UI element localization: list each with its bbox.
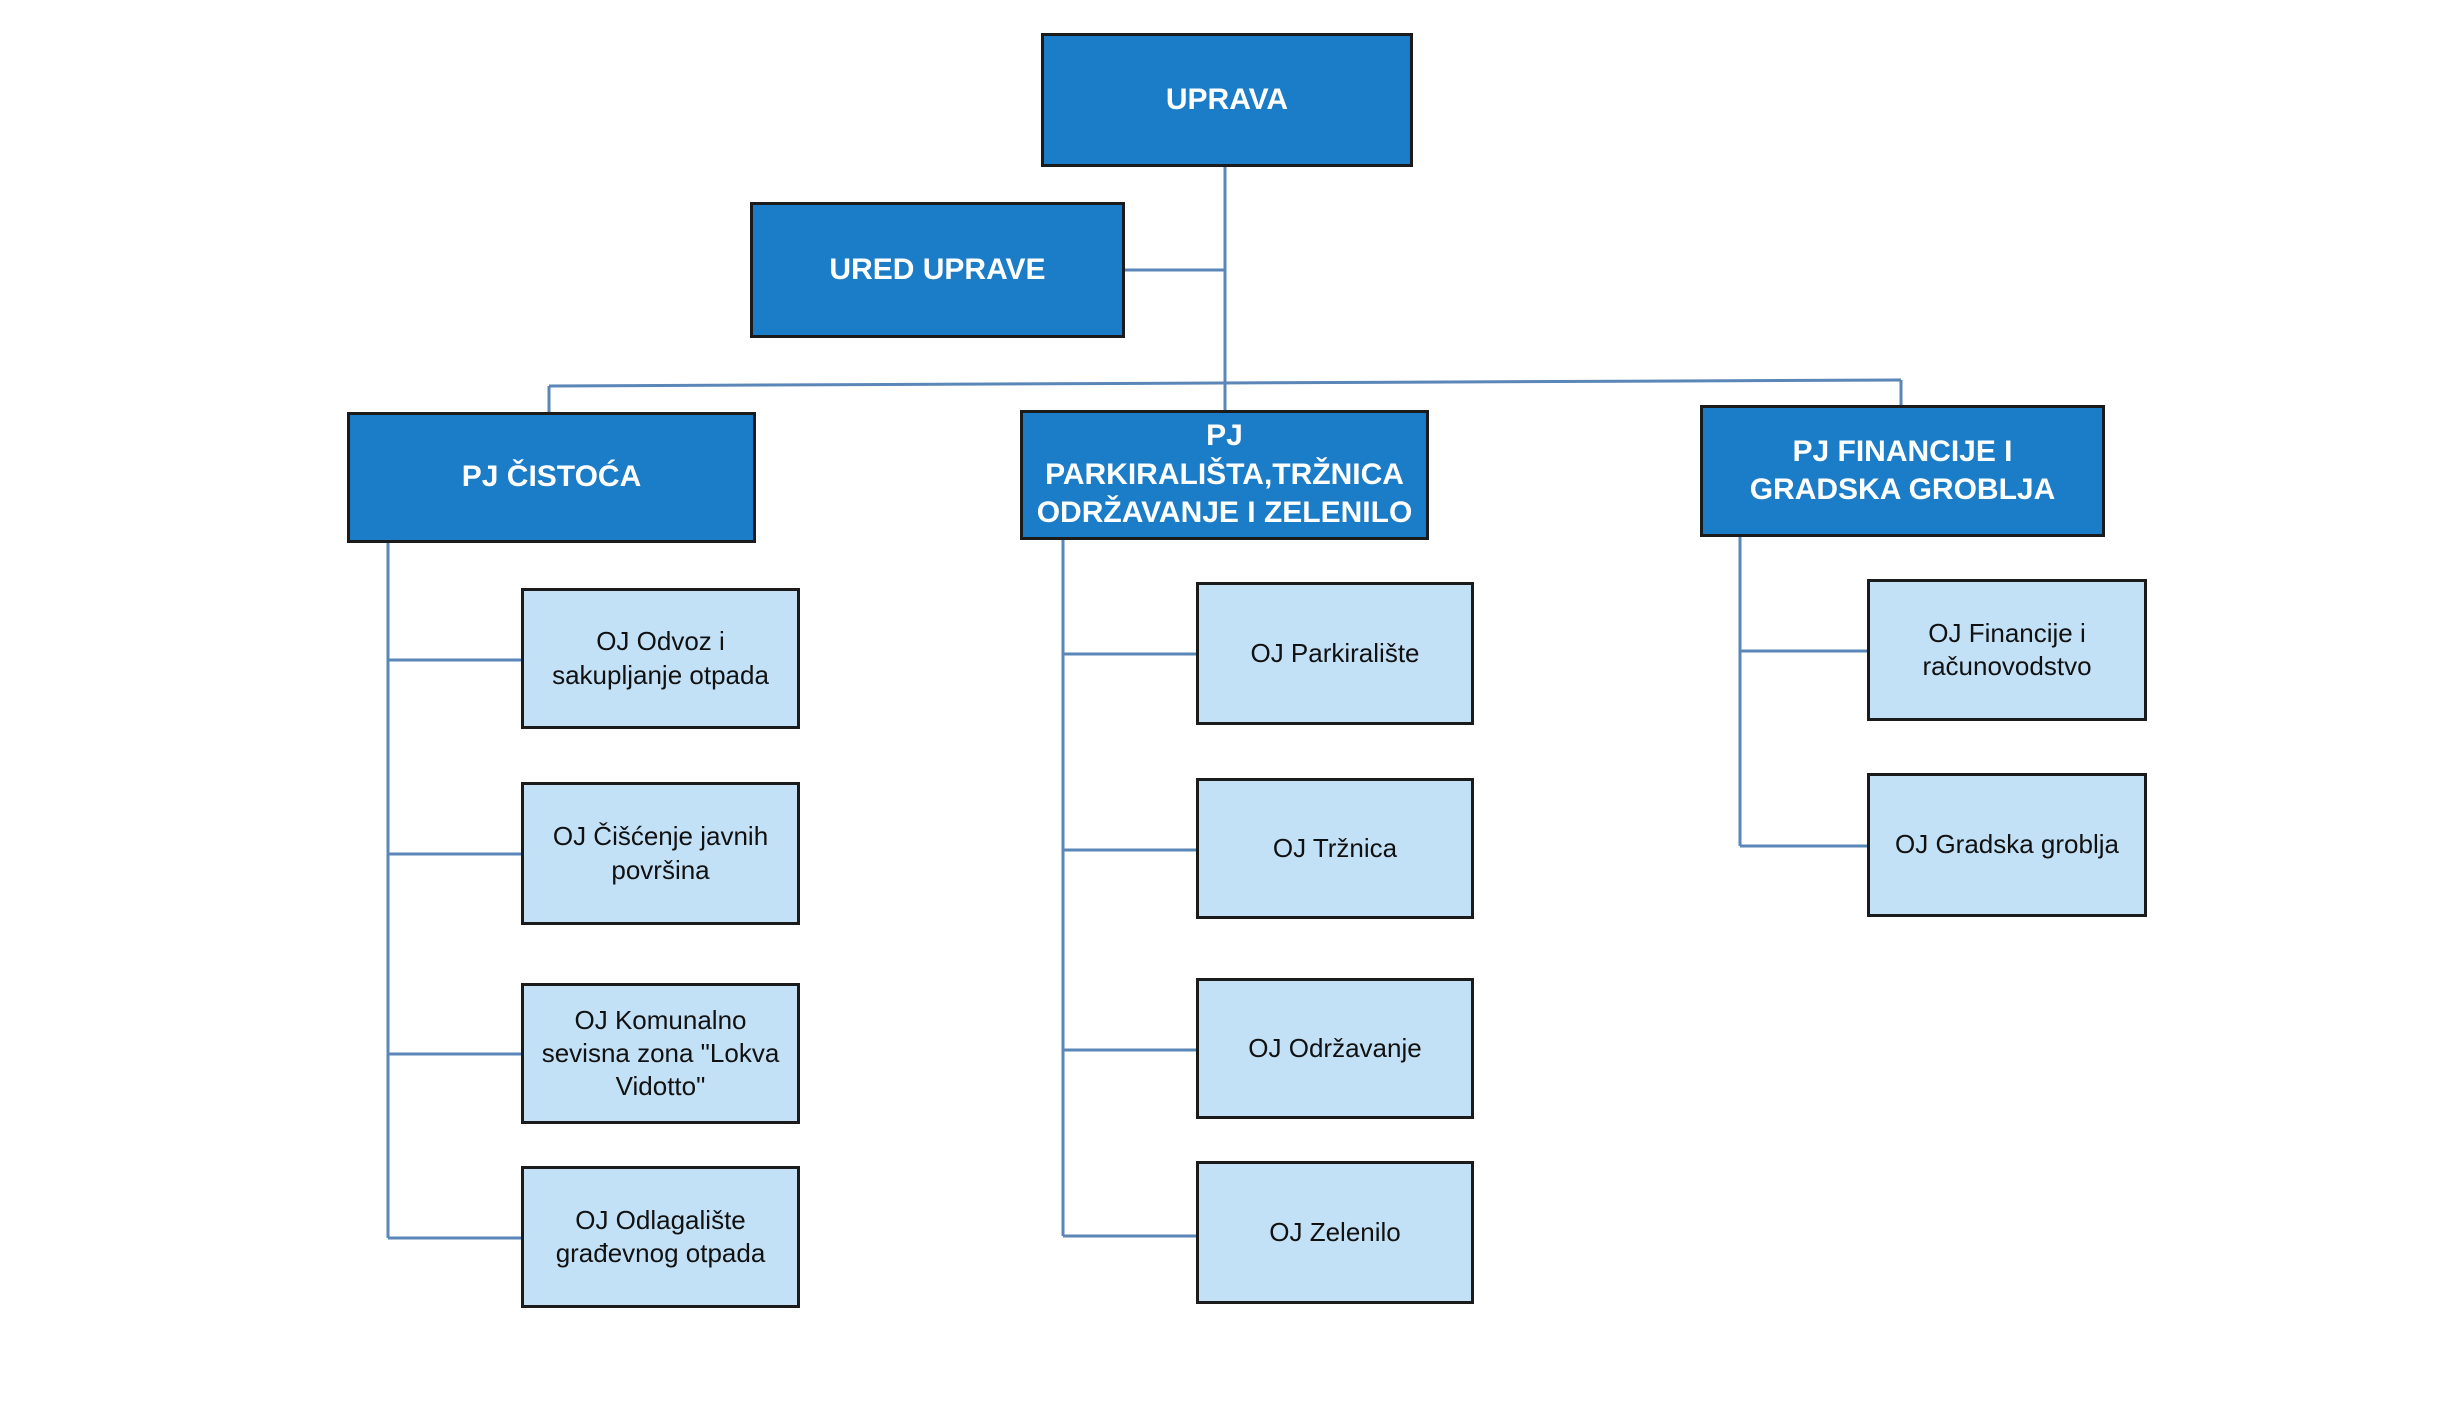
box-label: OJ Odvoz i sakupljanje otpada <box>552 626 769 690</box>
box-label: OJ Održavanje <box>1248 1032 1422 1063</box>
box-pj-parkiralista: PJ PARKIRALIŠTA,TRŽNICA ODRŽAVANJE I ZEL… <box>1020 410 1429 540</box>
box-oj-zelenilo: OJ Zelenilo <box>1196 1161 1474 1304</box>
box-label: OJ Odlagalište građevnog otpada <box>555 1204 766 1268</box>
box-oj-parkiraliste: OJ Parkiralište <box>1196 582 1474 725</box>
box-oj-financije: OJ Financije i računovodstvo <box>1867 579 2147 721</box>
box-label: UPRAVA <box>1165 82 1289 116</box>
box-oj-trznica: OJ Tržnica <box>1196 778 1474 919</box>
box-ured-uprave: URED UPRAVE <box>750 202 1125 338</box>
box-oj-komunalno: OJ Komunalno sevisna zona "Lokva Vidotto… <box>521 983 800 1124</box>
box-label: OJ Parkiralište <box>1250 637 1420 668</box>
box-label: OJ Zelenilo <box>1269 1216 1401 1247</box>
box-oj-odrzavanje: OJ Održavanje <box>1196 978 1474 1119</box>
box-pj-cistoca: PJ ČISTOĆA <box>347 412 756 543</box>
box-label: OJ Gradska groblja <box>1895 829 2119 860</box>
box-oj-odlagaliste: OJ Odlagalište građevnog otpada <box>521 1166 800 1308</box>
box-label: OJ Financije i računovodstvo <box>1922 617 2092 681</box>
box-label: URED UPRAVE <box>829 252 1046 286</box>
connector-main-horizontal <box>548 378 1902 388</box>
box-pj-financije: PJ FINANCIJE I GRADSKA GROBLJA <box>1700 405 2105 537</box>
box-label: PJ ČISTOĆA <box>461 460 642 494</box>
box-label: OJ Tržnica <box>1272 832 1398 863</box>
box-label: PJ PARKIRALIŠTA,TRŽNICA ODRŽAVANJE I ZEL… <box>1036 419 1413 530</box>
box-oj-gradska-groblja: OJ Gradska groblja <box>1867 773 2147 917</box>
box-uprava: UPRAVA <box>1041 33 1413 167</box>
box-oj-ciscenje: OJ Čišćenje javnih površina <box>521 782 800 925</box>
box-label: OJ Komunalno sevisna zona "Lokva Vidotto… <box>541 1004 780 1102</box>
box-label: OJ Čišćenje javnih površina <box>552 821 769 885</box>
box-label: PJ FINANCIJE I GRADSKA GROBLJA <box>1749 434 2056 506</box>
box-oj-odvoz: OJ Odvoz i sakupljanje otpada <box>521 588 800 729</box>
